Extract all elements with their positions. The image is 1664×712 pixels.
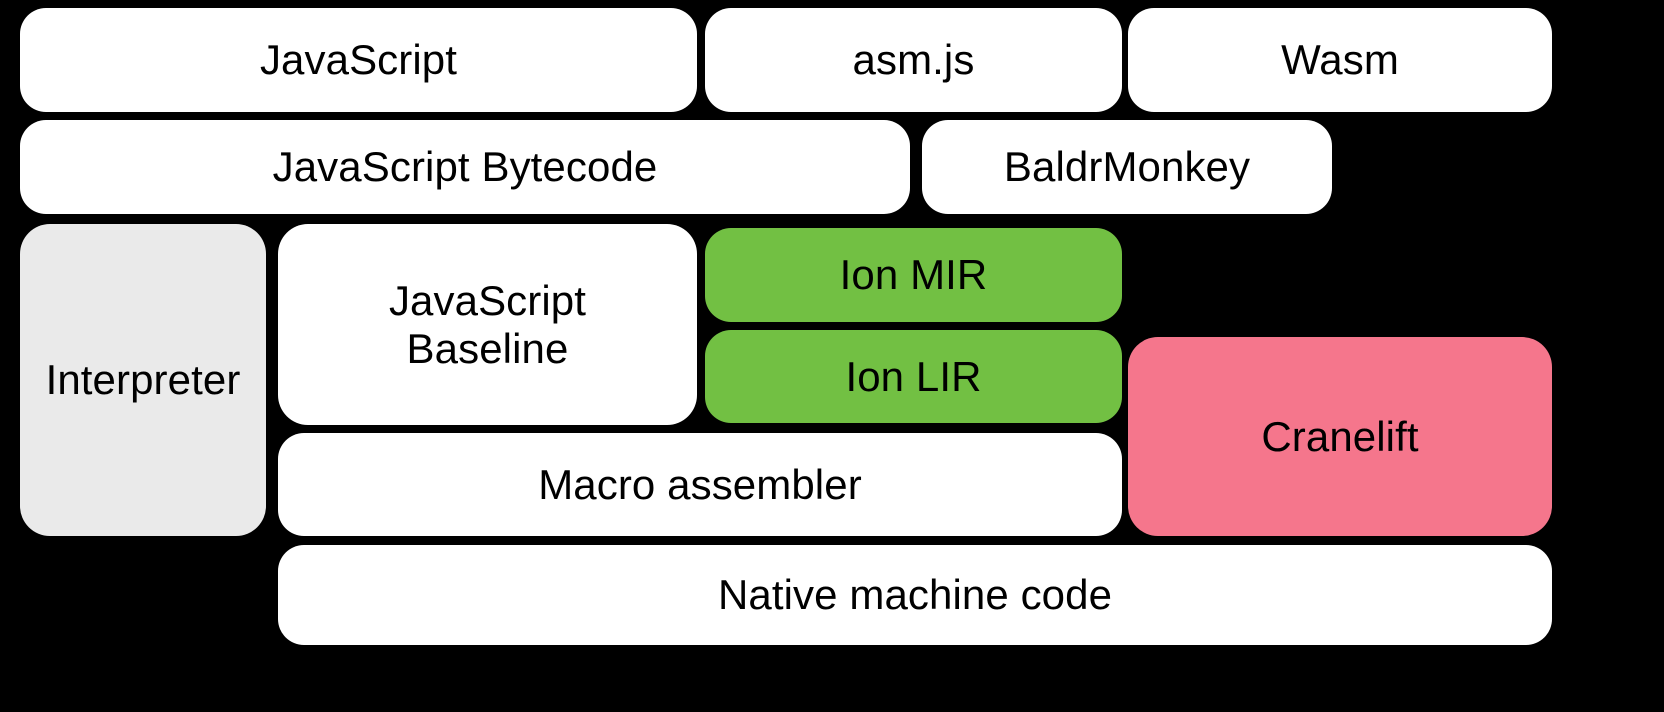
- box-macro-assembler-label: Macro assembler: [538, 460, 862, 508]
- box-ion-lir: Ion LIR: [705, 330, 1122, 423]
- box-interpreter: Interpreter: [20, 224, 266, 536]
- box-native-machine-code-label: Native machine code: [717, 571, 1113, 619]
- box-javascript-baseline: JavaScript Baseline: [278, 224, 697, 425]
- box-javascript-bytecode: JavaScript Bytecode: [20, 120, 910, 214]
- box-ion-lir-label: Ion LIR: [845, 352, 982, 400]
- box-native-machine-code: Native machine code: [278, 545, 1552, 645]
- box-javascript-baseline-label: JavaScript Baseline: [388, 277, 587, 372]
- box-ion-mir: Ion MIR: [705, 228, 1122, 322]
- box-macro-assembler: Macro assembler: [278, 433, 1122, 536]
- box-asm-js: asm.js: [705, 8, 1122, 112]
- box-cranelift: Cranelift: [1128, 337, 1552, 536]
- box-ion-mir-label: Ion MIR: [839, 251, 988, 299]
- box-cranelift-label: Cranelift: [1261, 412, 1419, 460]
- box-javascript: JavaScript: [20, 8, 697, 112]
- box-asm-js-label: asm.js: [852, 36, 975, 84]
- box-interpreter-label: Interpreter: [45, 356, 241, 404]
- box-wasm-label: Wasm: [1281, 36, 1399, 84]
- box-wasm: Wasm: [1128, 8, 1552, 112]
- box-baldrmonkey-label: BaldrMonkey: [1003, 143, 1251, 191]
- box-javascript-bytecode-label: JavaScript Bytecode: [272, 143, 658, 191]
- box-javascript-label: JavaScript: [259, 36, 458, 84]
- box-baldrmonkey: BaldrMonkey: [922, 120, 1332, 214]
